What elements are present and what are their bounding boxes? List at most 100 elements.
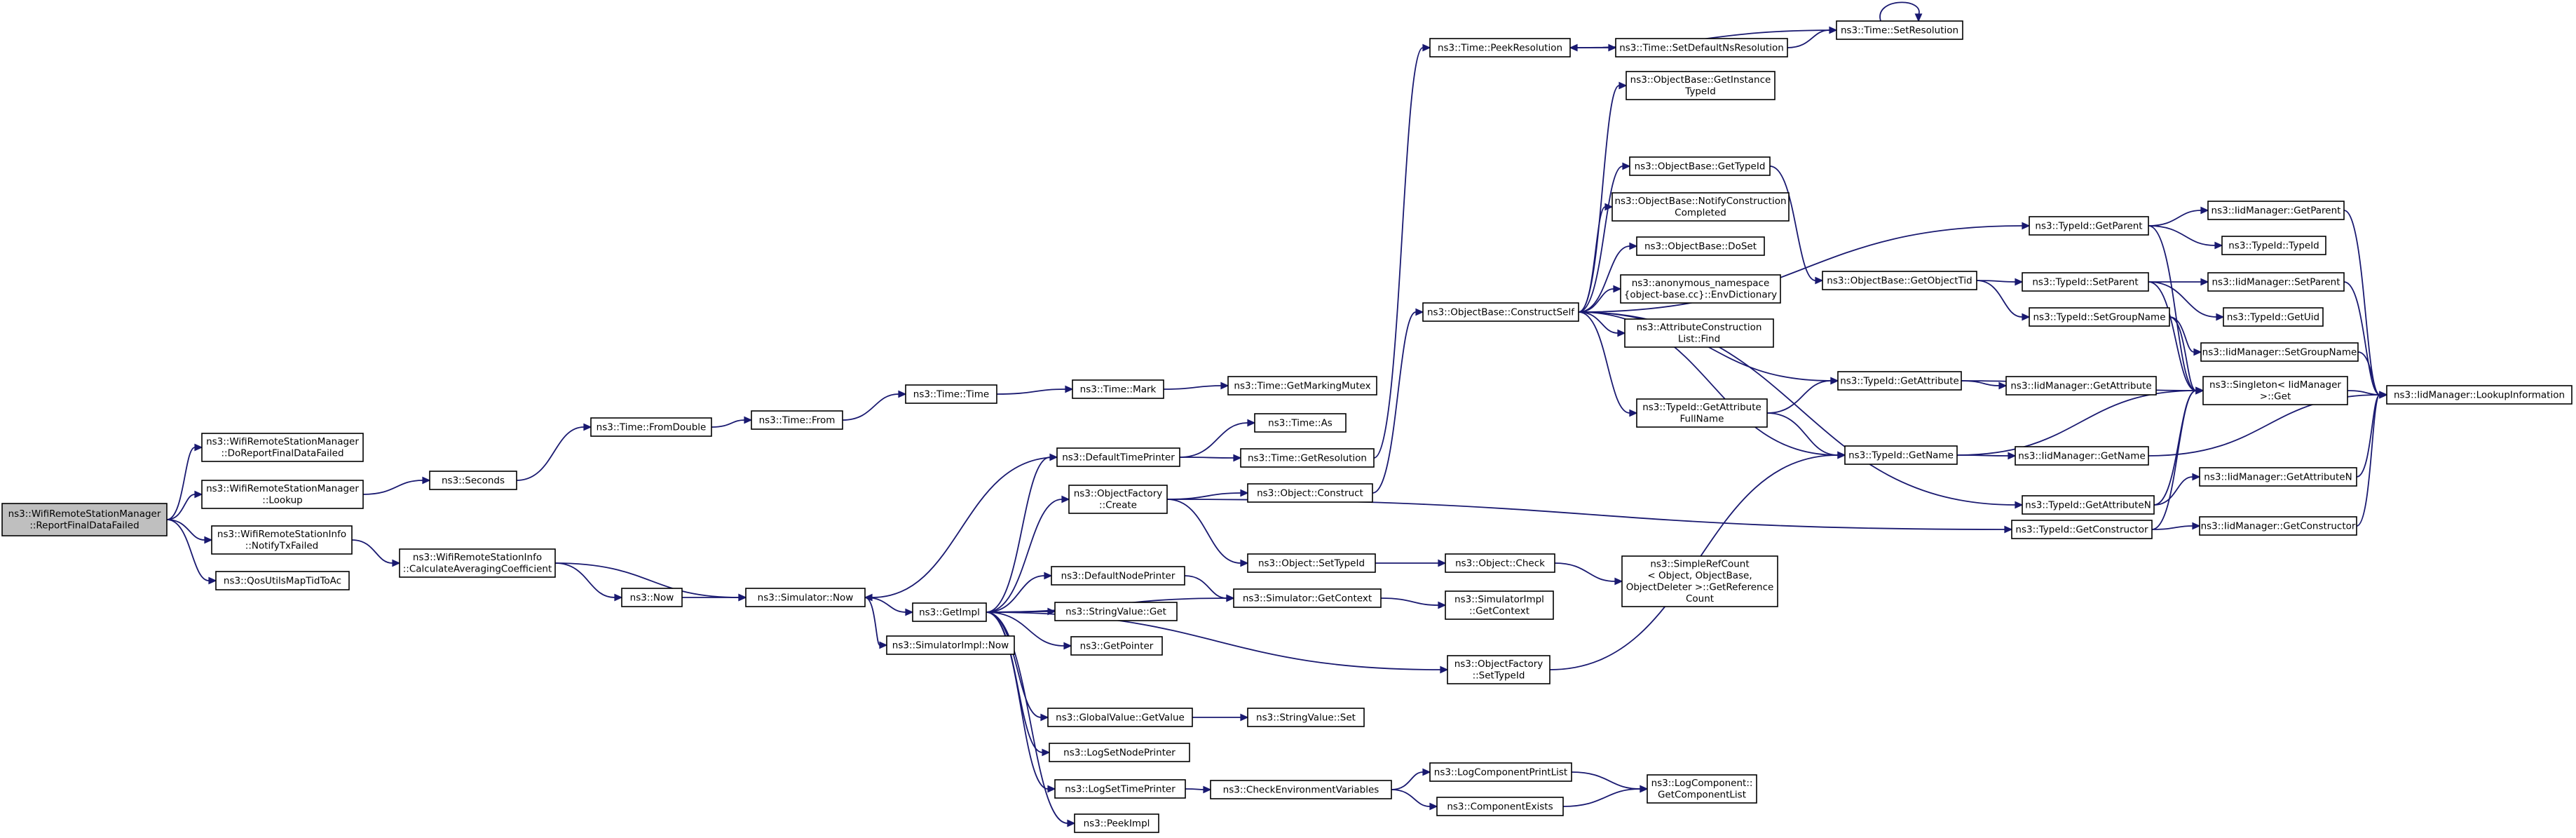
node-ns3-objectfactory-settypeid[interactable]: ns3::ObjectFactory::SetTypeId bbox=[1447, 655, 1551, 684]
node-ns3-typeid-setgroupname[interactable]: ns3::TypeId::SetGroupName bbox=[2029, 307, 2170, 327]
node-ns3-defaulttimeprinter[interactable]: ns3::DefaultTimePrinter bbox=[1056, 447, 1180, 467]
edge-line bbox=[1380, 597, 1439, 606]
node-ns3-iidmanager-getname[interactable]: ns3::IidManager::GetName bbox=[2015, 446, 2149, 466]
node-ns3-componentexists[interactable]: ns3::ComponentExists bbox=[1436, 797, 1564, 816]
node-ns3-checkenvironmentvariables[interactable]: ns3::CheckEnvironmentVariables bbox=[1210, 780, 1392, 799]
node-label: ns3::TypeId::SetGroupName bbox=[2033, 311, 2165, 323]
node-ns3-time-setresolution[interactable]: ns3::Time::SetResolution bbox=[1836, 20, 1963, 40]
node-ns3-time-getresolution[interactable]: ns3::Time::GetResolution bbox=[1240, 448, 1375, 468]
node-ns3-objectbase-doset[interactable]: ns3::ObjectBase::DoSet bbox=[1636, 236, 1765, 256]
node-ns3-typeid-typeid[interactable]: ns3::TypeId::TypeId bbox=[2221, 236, 2326, 255]
node-label: ns3::Simulator::Now bbox=[758, 592, 854, 603]
node-ns3-typeid-getattributen[interactable]: ns3::TypeId::GetAttributeN bbox=[2022, 495, 2155, 515]
node-ns3-wifiremotestationmanager-reportfinaldatafailed[interactable]: ns3::WifiRemoteStationManager::ReportFin… bbox=[1, 503, 168, 536]
node-box bbox=[201, 480, 364, 509]
node-ns3-iidmanager-setparent[interactable]: ns3::IidManager::SetParent bbox=[2207, 272, 2345, 292]
node-label: ns3::Time::From bbox=[759, 414, 836, 426]
node-ns3-stringvalue-set[interactable]: ns3::StringValue::Set bbox=[1247, 708, 1365, 727]
node-ns3-iidmanager-getattribute[interactable]: ns3::IidManager::GetAttribute bbox=[2005, 376, 2157, 396]
node-ns3-stringvalue-get[interactable]: ns3::StringValue::Get bbox=[1054, 602, 1178, 621]
node-ns3-time-time[interactable]: ns3::Time::Time bbox=[905, 384, 997, 404]
node-ns3-object-construct[interactable]: ns3::Object::Construct bbox=[1247, 483, 1373, 503]
edge-line bbox=[986, 611, 1441, 670]
node-ns3-typeid-getattribute[interactable]: ns3::TypeId::GetAttribute bbox=[1837, 371, 1962, 391]
node-ns3-time-fromdouble[interactable]: ns3::Time::FromDouble bbox=[590, 417, 712, 437]
node-ns3-wifiremotestationmanager-lookup[interactable]: ns3::WifiRemoteStationManager::Lookup bbox=[201, 480, 364, 509]
node-ns3-singleton-iidmanager-get[interactable]: ns3::Singleton< IidManager >::Get bbox=[2202, 376, 2348, 405]
node-ns3-simulatorimpl-getcontext[interactable]: ns3::SimulatorImpl::GetContext bbox=[1445, 590, 1554, 620]
edge-setRes-to-setRes bbox=[1879, 1, 1923, 22]
node-ns3-typeid-setparent[interactable]: ns3::TypeId::SetParent bbox=[2022, 272, 2149, 292]
node-ns3-iidmanager-lookupinformation[interactable]: ns3::IidManager::LookupInformation bbox=[2386, 385, 2572, 405]
node-ns3-time-peekresolution[interactable]: ns3::Time::PeekResolution bbox=[1429, 38, 1571, 58]
node-ns3-wifiremotestationmanager-doreportfinaldatafailed[interactable]: ns3::WifiRemoteStationManager::DoReportF… bbox=[201, 433, 364, 462]
node-ns3-logsettimeprinter[interactable]: ns3::LogSetTimePrinter bbox=[1054, 779, 1186, 799]
node-ns3-logsetnodeprinter[interactable]: ns3::LogSetNodePrinter bbox=[1049, 743, 1190, 762]
node-ns3-time-as[interactable]: ns3::Time::As bbox=[1254, 413, 1347, 433]
node-ns3-qosutilsmaptidtoac[interactable]: ns3::QosUtilsMapTidToAc bbox=[215, 571, 350, 590]
node-ns3-object-settypeid[interactable]: ns3::Object::SetTypeId bbox=[1247, 553, 1376, 573]
edge-line bbox=[362, 480, 423, 495]
node-ns3-logcomponent-getcomponentlist[interactable]: ns3::LogComponent::GetComponentList bbox=[1647, 774, 1757, 804]
node-ns3-getpointer[interactable]: ns3::GetPointer bbox=[1070, 636, 1163, 656]
node-ns3-seconds[interactable]: ns3::Seconds bbox=[429, 471, 517, 490]
node-label: ns3::TypeId::GetAttribute bbox=[1840, 375, 1959, 386]
edge-arrowhead bbox=[898, 390, 907, 398]
node-ns3-time-setdefaultnsresolution[interactable]: ns3::Time::SetDefaultNsResolution bbox=[1615, 38, 1788, 58]
node-ns3-peekimpl[interactable]: ns3::PeekImpl bbox=[1074, 813, 1159, 833]
node-ns3-objectbase-constructself[interactable]: ns3::ObjectBase::ConstructSelf bbox=[1422, 302, 1579, 322]
node-ns3-typeid-getname[interactable]: ns3::TypeId::GetName bbox=[1844, 445, 1958, 465]
node-ns3-now[interactable]: ns3::Now bbox=[621, 588, 683, 607]
node-ns3-time-mark[interactable]: ns3::Time::Mark bbox=[1072, 379, 1164, 399]
edge-getImpl-to-logSetNode bbox=[986, 611, 1051, 757]
node-ns3-objectbase-notifyconstruction-completed[interactable]: ns3::ObjectBase::NotifyConstructionCompl… bbox=[1611, 192, 1790, 222]
edge-line bbox=[1391, 789, 1431, 807]
node-ns3-objectbase-gettypeid[interactable]: ns3::ObjectBase::GetTypeId bbox=[1629, 156, 1771, 176]
node-ns3-logcomponentprintlist[interactable]: ns3::LogComponentPrintList bbox=[1429, 762, 1572, 782]
node-ns3-globalvalue-getvalue[interactable]: ns3::GlobalValue::GetValue bbox=[1047, 708, 1193, 727]
node-ns3-iidmanager-setgroupname[interactable]: ns3::IidManager::SetGroupName bbox=[2200, 342, 2359, 362]
node-label: TypeId bbox=[1684, 86, 1716, 97]
node-ns3-time-from[interactable]: ns3::Time::From bbox=[751, 410, 843, 430]
edge-arrowhead bbox=[1830, 377, 1839, 385]
edge-line bbox=[1766, 380, 1832, 414]
node-ns3-typeid-getparent[interactable]: ns3::TypeId::GetParent bbox=[2029, 216, 2149, 236]
edge-getRes-to-peekRes bbox=[1373, 43, 1431, 459]
node-ns3-typeid-getconstructor[interactable]: ns3::TypeId::GetConstructor bbox=[2011, 520, 2153, 539]
node-box bbox=[2221, 236, 2326, 255]
node-ns3-object-check[interactable]: ns3::Object::Check bbox=[1445, 553, 1555, 573]
edge-time-to-mark bbox=[996, 385, 1074, 395]
node-ns3-iidmanager-getparent[interactable]: ns3::IidManager::GetParent bbox=[2207, 201, 2345, 220]
node-ns3-getimpl[interactable]: ns3::GetImpl bbox=[912, 602, 987, 622]
node-label: ns3::Time::Time bbox=[913, 388, 989, 400]
node-ns3-iidmanager-getattributen[interactable]: ns3::IidManager::GetAttributeN bbox=[2199, 467, 2357, 487]
node-ns3-wifiremotestationinfo-calculateaveragingcoefficient[interactable]: ns3::WifiRemoteStationInfo::CalculateAve… bbox=[399, 548, 556, 578]
edge-arrowhead bbox=[2192, 473, 2201, 481]
node-box bbox=[1445, 553, 1555, 573]
node-ns3-iidmanager-getconstructor[interactable]: ns3::IidManager::GetConstructor bbox=[2199, 516, 2357, 536]
node-ns3-defaultnodeprinter[interactable]: ns3::DefaultNodePrinter bbox=[1051, 566, 1185, 586]
node-ns3-time-getmarkingmutex[interactable]: ns3::Time::GetMarkingMutex bbox=[1227, 376, 1377, 396]
node-ns3-objectfactory-create[interactable]: ns3::ObjectFactory::Create bbox=[1068, 485, 1168, 514]
edge-line bbox=[2169, 316, 2195, 353]
node-label: ns3::StringValue::Set bbox=[1256, 712, 1356, 723]
node-box bbox=[1054, 602, 1178, 621]
edge-line bbox=[986, 457, 1051, 613]
node-label: ns3::WifiRemoteStationManager bbox=[206, 483, 359, 494]
node-ns3-simulator-now[interactable]: ns3::Simulator::Now bbox=[745, 588, 866, 607]
edge-fromDouble-to-from bbox=[711, 416, 753, 428]
edge-line bbox=[351, 539, 393, 564]
node-ns3-typeid-getuid[interactable]: ns3::TypeId::GetUid bbox=[2223, 307, 2324, 327]
edge-line bbox=[986, 611, 1043, 753]
node-ns3-wifiremotestationinfo-notifytxfailed[interactable]: ns3::WifiRemoteStationInfo::NotifyTxFail… bbox=[211, 525, 353, 555]
edge-arrowhead bbox=[1061, 495, 1070, 504]
node-ns3-simulator-getcontext[interactable]: ns3::Simulator::GetContext bbox=[1233, 588, 1382, 608]
node-ns3-anonymous-namespace-object-base-cc-envdictionary[interactable]: ns3::anonymous_namespace{object-base.cc}… bbox=[1620, 274, 1781, 304]
node-box bbox=[215, 571, 350, 590]
node-ns3-simplerefcount-object-objectbase-objectdeleter-getreference-count[interactable]: ns3::SimpleRefCount< Object, ObjectBase,… bbox=[1621, 555, 1778, 607]
node-ns3-simulatorimpl-now[interactable]: ns3::SimulatorImpl::Now bbox=[886, 635, 1015, 655]
node-ns3-objectbase-getobjecttid[interactable]: ns3::ObjectBase::GetObjectTid bbox=[1822, 271, 1977, 290]
